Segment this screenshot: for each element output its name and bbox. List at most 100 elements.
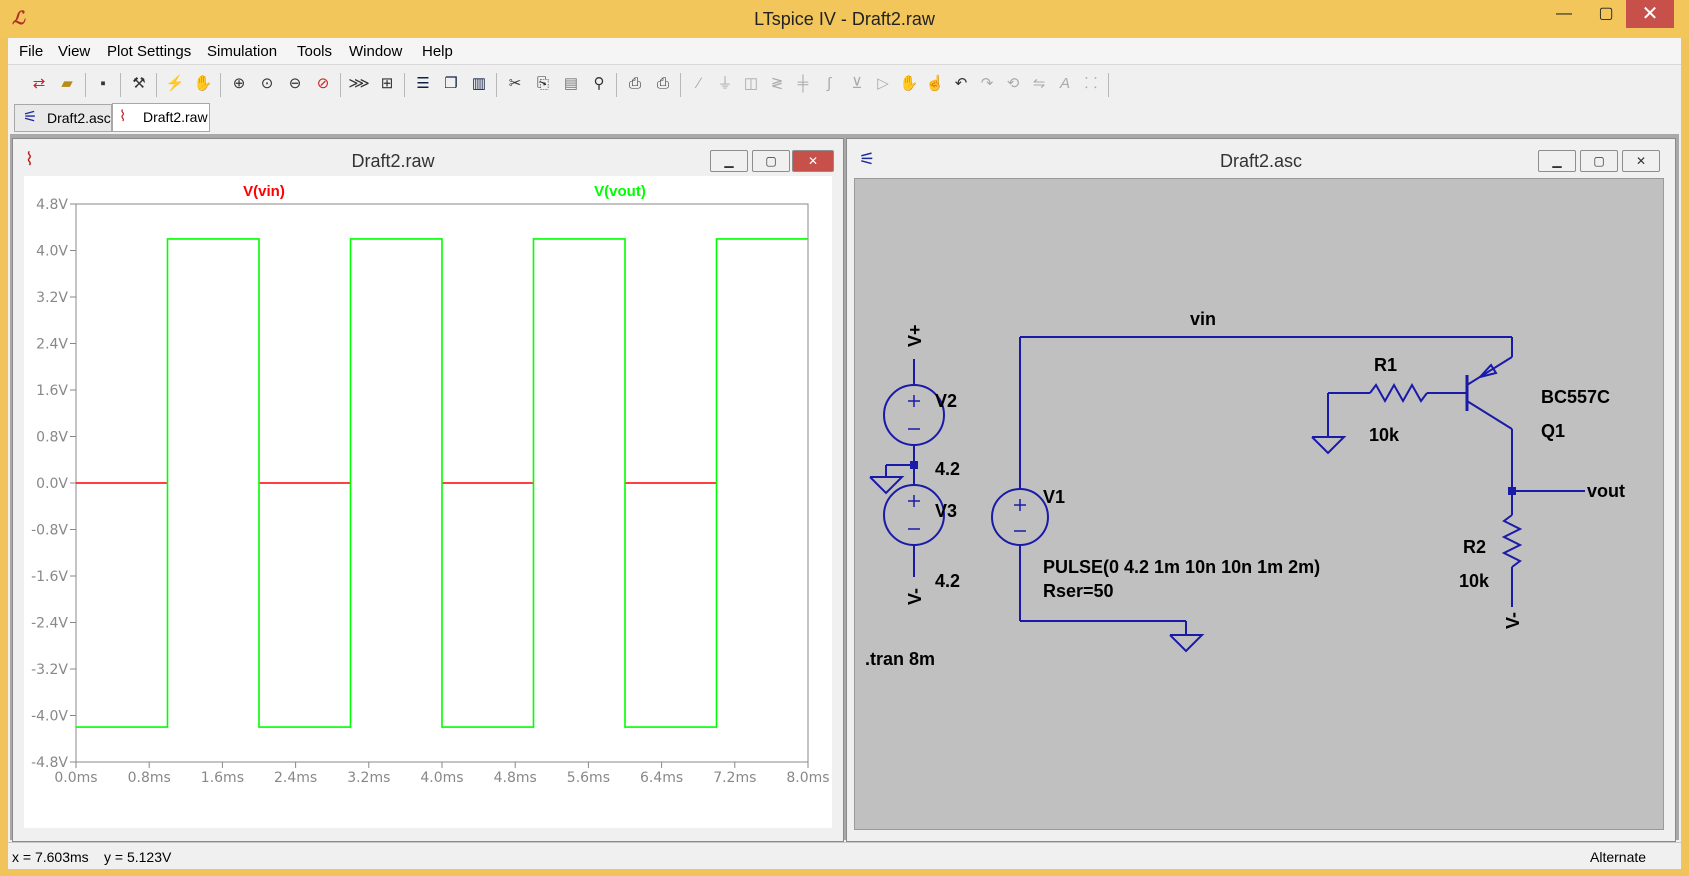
menu-view[interactable]: View — [58, 43, 91, 60]
zoom-in-icon[interactable]: ⊕ — [232, 75, 246, 92]
status-cursor-y: y = 5.123V — [104, 849, 172, 865]
menu-file[interactable]: File — [19, 43, 44, 60]
label-q1-model: BC557C — [1541, 387, 1610, 407]
x-tick-label: 7.2ms — [713, 770, 756, 786]
resistor-r1-symbol — [1369, 382, 1428, 404]
status-mode: Alternate — [1590, 849, 1647, 865]
schematic-close-button[interactable]: ✕ — [1622, 150, 1660, 172]
rotate-icon[interactable]: ⟲ — [1006, 75, 1020, 92]
plot-minimize-button[interactable]: ▁ — [710, 150, 748, 172]
toolbar: ⇄ ▰ ▪ ⚒ ⚡ ✋ ⊕ ⊙ ⊖ ⊘ ⋙ ⊞ ☰ ❐ ▥ ✂ ⎘ ▤ ⚲ ⎙ … — [8, 64, 1681, 104]
menu-simulation[interactable]: Simulation — [207, 43, 278, 60]
schematic-window-title: Draft2.asc — [1219, 151, 1303, 171]
x-tick-label: 5.6ms — [567, 770, 610, 786]
new-schematic-icon[interactable]: ⇄ — [32, 75, 46, 92]
capacitor-icon[interactable]: ╪ — [797, 75, 809, 92]
component-icon[interactable]: ▷ — [877, 75, 889, 92]
schematic-svg: vin vout V2 4.2 V3 4.2 V1 PULSE(0 4.2 1m… — [865, 309, 1625, 669]
document-tabs — [8, 103, 1681, 133]
zoom-area-icon[interactable]: ⊙ — [260, 75, 274, 92]
paste-icon[interactable]: ▤ — [563, 75, 579, 92]
minimize-button[interactable]: — — [1556, 5, 1572, 22]
label-vminus-top: V- — [905, 588, 925, 605]
redo-icon[interactable]: ↷ — [980, 75, 994, 92]
label-v2-value: 4.2 — [935, 459, 960, 479]
print-icon[interactable]: ⎙ — [656, 75, 669, 92]
zoom-cancel-icon[interactable]: ⊘ — [316, 75, 330, 92]
plot-maximize-button[interactable]: ▢ — [752, 150, 790, 172]
tab-draft2-raw[interactable]: ⌇ Draft2.raw — [112, 103, 210, 132]
label-vout: vout — [1587, 481, 1625, 501]
drag-icon[interactable]: ☝ — [925, 75, 945, 92]
tile-horizontal-icon[interactable]: ☰ — [416, 75, 430, 92]
label-tran-directive: .tran 8m — [865, 649, 935, 669]
tab-draft2-asc[interactable]: ⚟ Draft2.asc — [14, 104, 112, 132]
toolbar-separator — [156, 73, 157, 97]
label-q1: Q1 — [1541, 421, 1565, 441]
resistor-icon[interactable]: ≷ — [770, 75, 784, 92]
toolbar-separator — [220, 73, 221, 97]
plot-settings-icon[interactable]: ⊞ — [380, 75, 394, 92]
label-v1: V1 — [1043, 487, 1065, 507]
series-line-vvout — [76, 238, 808, 728]
undo-icon[interactable]: ↶ — [954, 75, 968, 92]
pan-hand-icon[interactable]: ✋ — [193, 75, 213, 92]
move-icon[interactable]: ✋ — [899, 75, 919, 92]
ground-symbol — [1169, 634, 1205, 653]
menu-tools[interactable]: Tools — [297, 43, 333, 60]
transistor-q1-collector — [1466, 400, 1513, 430]
cascade-icon[interactable]: ❐ — [444, 75, 458, 92]
spice-directive-icon[interactable]: ⸬ — [1084, 75, 1098, 92]
control-panel-icon[interactable]: ⚒ — [132, 75, 146, 92]
label-v3: V3 — [935, 501, 957, 521]
y-tick-label: 4.0V — [36, 244, 68, 260]
window-title: LTspice IV - Draft2.raw — [754, 9, 935, 29]
toolbar-separator — [616, 73, 617, 97]
y-tick-label: 0.0V — [36, 476, 68, 492]
menu-help[interactable]: Help — [422, 43, 453, 60]
resistor-r2-symbol — [1501, 514, 1523, 568]
zoom-out-icon[interactable]: ⊖ — [288, 75, 302, 92]
menu-plot-settings[interactable]: Plot Settings — [107, 43, 192, 60]
find-icon[interactable]: ⚲ — [593, 75, 605, 92]
label-v1-pulse: PULSE(0 4.2 1m 10n 10n 1m 2m) — [1043, 557, 1320, 577]
toolbar-separator — [404, 73, 405, 97]
toolbar-separator — [85, 73, 86, 97]
save-icon[interactable]: ▪ — [100, 75, 106, 92]
cut-icon[interactable]: ✂ — [508, 75, 522, 92]
close-button[interactable]: ✕ — [1626, 0, 1674, 28]
label-vminus-bottom: V- — [1503, 612, 1523, 629]
label-vplus: V+ — [905, 324, 925, 347]
ground-symbol — [869, 476, 905, 495]
source-v1-symbol — [991, 488, 1049, 546]
x-tick-label: 0.0ms — [54, 770, 97, 786]
tile-vertical-icon[interactable]: ▥ — [471, 75, 487, 92]
schematic-icon: ⚟ — [859, 149, 876, 169]
transistor-q1-emitter — [1466, 356, 1513, 386]
maximize-button[interactable]: ▢ — [1598, 5, 1614, 22]
menu-window[interactable]: Window — [349, 43, 403, 60]
y-tick-label: -0.8V — [31, 523, 68, 539]
inductor-icon[interactable]: ∫ — [826, 75, 832, 92]
wire-icon[interactable]: ∕ — [697, 75, 701, 92]
copy-icon[interactable]: ⎘ — [536, 75, 549, 92]
ground-icon[interactable]: ⏚ — [717, 75, 733, 92]
diode-icon[interactable]: ⊻ — [851, 75, 863, 92]
open-icon[interactable]: ▰ — [61, 75, 73, 92]
schematic-canvas[interactable]: vin vout V2 4.2 V3 4.2 V1 PULSE(0 4.2 1m… — [854, 178, 1664, 830]
label-v1-rser: Rser=50 — [1043, 581, 1114, 601]
run-icon[interactable]: ⚡ — [165, 75, 185, 92]
schematic-minimize-button[interactable]: ▁ — [1538, 150, 1576, 172]
plot-close-button[interactable]: ✕ — [792, 150, 834, 172]
label-r2: R2 — [1463, 537, 1486, 557]
print-preview-icon[interactable]: ⎙ — [628, 75, 641, 92]
label-icon[interactable]: ◫ — [743, 75, 759, 92]
autorange-icon[interactable]: ⋙ — [348, 75, 370, 92]
x-tick-label: 2.4ms — [274, 770, 317, 786]
mirror-icon[interactable]: ⇋ — [1032, 75, 1046, 92]
schematic-maximize-button[interactable]: ▢ — [1580, 150, 1618, 172]
y-tick-label: 3.2V — [36, 290, 68, 306]
y-tick-label: -4.8V — [31, 755, 68, 771]
text-icon[interactable]: A — [1059, 75, 1070, 92]
